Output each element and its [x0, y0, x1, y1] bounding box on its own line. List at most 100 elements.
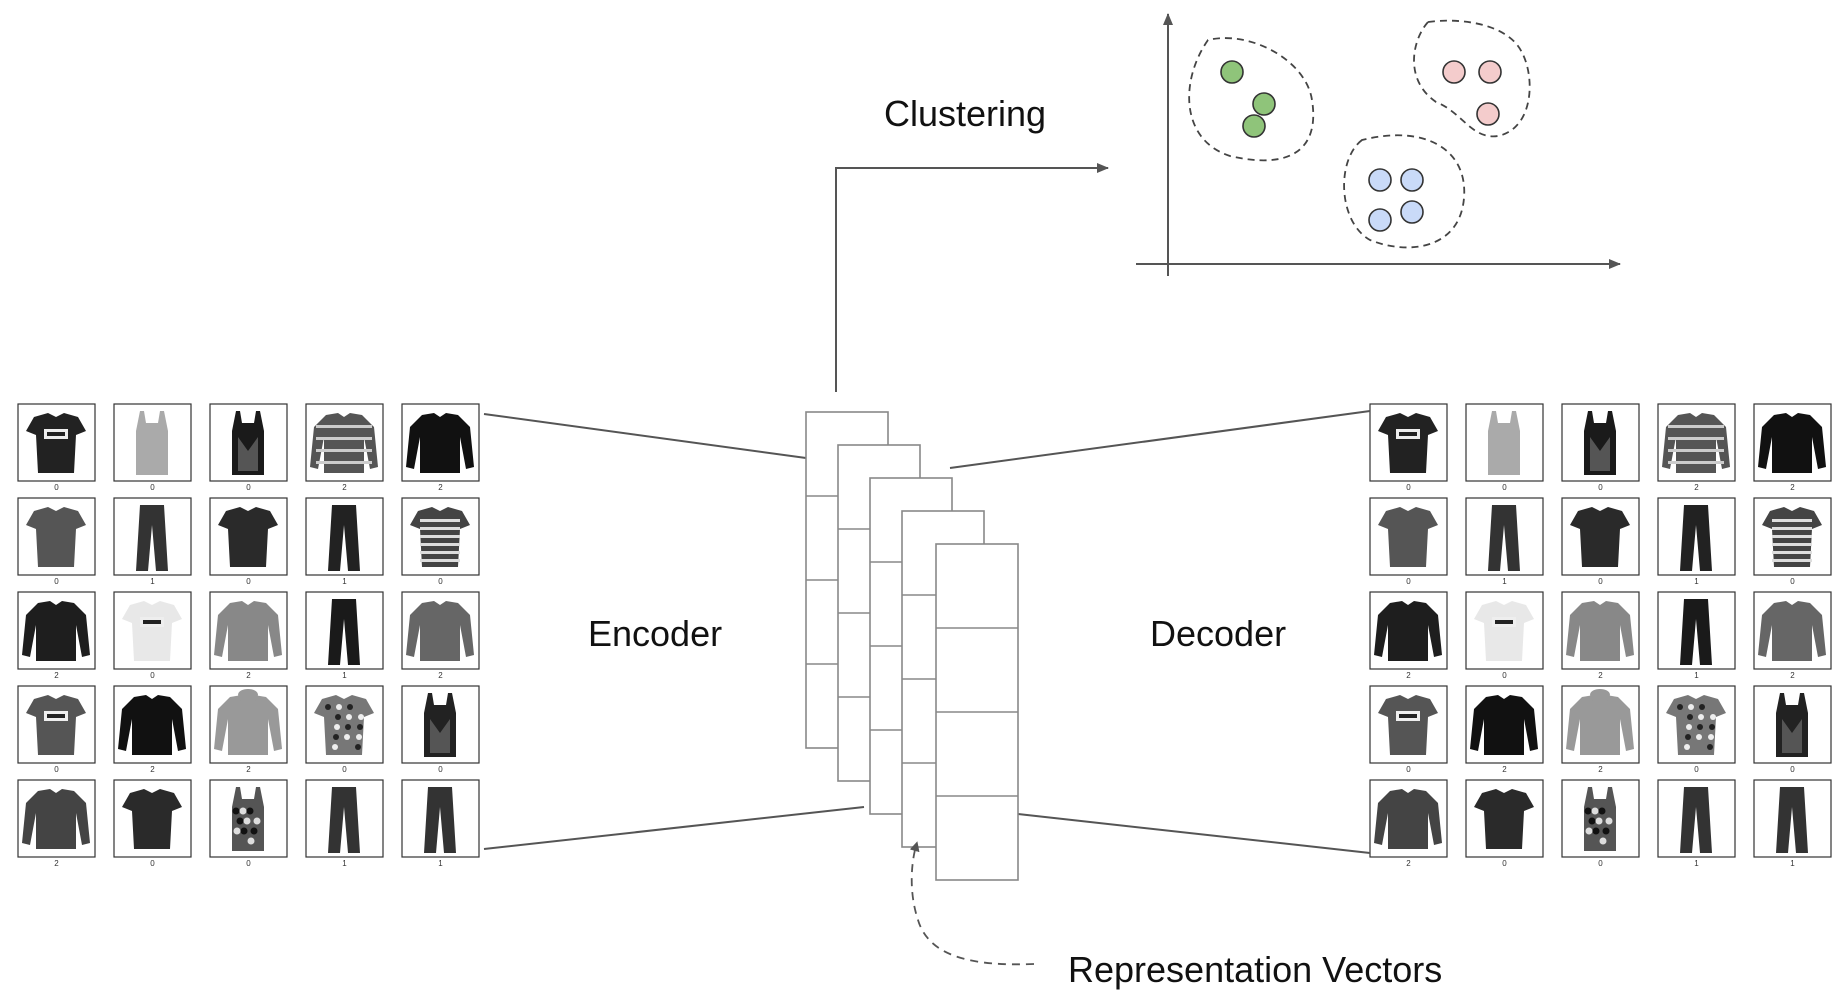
garment-image	[410, 507, 470, 567]
image-cell: 0	[17, 685, 96, 774]
encoder-bottom-line	[483, 806, 865, 850]
image-cell: 2	[1657, 403, 1736, 492]
image-cell: 1	[305, 591, 384, 680]
image-cell: 1	[1657, 779, 1736, 868]
image-cell: 0	[113, 779, 192, 868]
class-label: 1	[342, 671, 347, 680]
image-cell: 1	[305, 779, 384, 868]
class-label: 2	[1406, 671, 1411, 680]
class-label: 2	[1598, 671, 1603, 680]
garment-image	[1762, 507, 1822, 567]
image-cell: 0	[209, 497, 288, 586]
class-label: 2	[342, 483, 347, 492]
garment-image	[22, 789, 90, 849]
decoder-top-line	[949, 410, 1371, 469]
representation-vector	[935, 543, 1019, 881]
image-cell: 2	[305, 403, 384, 492]
image-cell: 0	[17, 497, 96, 586]
image-cell: 2	[17, 591, 96, 680]
garment-image	[328, 787, 360, 853]
decoder-connectors	[949, 410, 1371, 854]
representation-pointer-arrow	[909, 841, 1035, 966]
cluster-points-blue	[1368, 168, 1424, 232]
class-label: 0	[1502, 671, 1507, 680]
class-label: 2	[1406, 859, 1411, 868]
class-label: 0	[150, 859, 155, 868]
class-label: 0	[150, 671, 155, 680]
encoder-connectors	[483, 413, 865, 850]
image-cell: 2	[401, 591, 480, 680]
image-cell: 2	[209, 685, 288, 774]
garment-image	[1374, 601, 1442, 661]
point	[1400, 200, 1424, 224]
class-label: 2	[1598, 765, 1603, 774]
point	[1368, 208, 1392, 232]
garment-image	[1378, 507, 1438, 567]
class-label: 2	[438, 671, 443, 680]
cluster-outline-blue	[1343, 134, 1466, 249]
garment-image	[1474, 789, 1534, 849]
class-label: 0	[246, 859, 251, 868]
encoder-top-line	[483, 413, 807, 459]
class-label: 2	[54, 859, 59, 868]
image-cell: 0	[1369, 497, 1448, 586]
image-cell: 1	[1657, 591, 1736, 680]
garment-image	[328, 505, 360, 571]
class-label: 0	[246, 483, 251, 492]
class-label: 0	[246, 577, 251, 586]
garment-image	[1758, 413, 1826, 473]
garment-image	[1662, 413, 1730, 473]
image-cell: 0	[305, 685, 384, 774]
garment-image	[1680, 599, 1712, 665]
image-cell: 2	[401, 403, 480, 492]
class-label: 1	[438, 859, 443, 868]
garment-image	[26, 507, 86, 567]
class-label: 0	[1406, 765, 1411, 774]
image-cell: 0	[1561, 497, 1640, 586]
class-label: 2	[246, 671, 251, 680]
class-label: 0	[438, 765, 443, 774]
image-cell: 0	[209, 403, 288, 492]
cluster-plot	[1136, 13, 1621, 276]
image-cell: 2	[17, 779, 96, 868]
image-cell: 0	[113, 403, 192, 492]
image-cell: 1	[1753, 779, 1832, 868]
class-label: 1	[1790, 859, 1795, 868]
garment-image	[406, 413, 474, 473]
cluster-outline-pink	[1413, 19, 1531, 138]
garment-image	[1584, 411, 1616, 475]
garment-image	[136, 411, 168, 475]
garment-image	[1680, 505, 1712, 571]
image-cell: 0	[17, 403, 96, 492]
garment-image	[22, 601, 90, 661]
image-cell: 2	[1465, 685, 1544, 774]
point	[1442, 60, 1466, 84]
image-cell: 0	[1465, 779, 1544, 868]
garment-image	[1776, 693, 1808, 757]
class-label: 1	[342, 859, 347, 868]
garment-image	[328, 599, 360, 665]
class-label: 0	[342, 765, 347, 774]
garment-image	[1566, 601, 1634, 661]
image-cell: 2	[209, 591, 288, 680]
class-label: 1	[1694, 671, 1699, 680]
image-cell: 2	[1561, 685, 1640, 774]
image-cell: 0	[1465, 403, 1544, 492]
class-label: 0	[1598, 859, 1603, 868]
class-label: 0	[1406, 483, 1411, 492]
class-label: 1	[342, 577, 347, 586]
decoder-bottom-line	[1017, 813, 1371, 854]
image-cell: 0	[1369, 403, 1448, 492]
class-label: 2	[1790, 483, 1795, 492]
class-label: 0	[1598, 483, 1603, 492]
class-label: 0	[1790, 765, 1795, 774]
garment-image	[424, 693, 456, 757]
image-cell: 0	[1657, 685, 1736, 774]
image-cell: 2	[1369, 591, 1448, 680]
garment-image	[136, 505, 168, 571]
class-label: 0	[1790, 577, 1795, 586]
point	[1220, 60, 1244, 84]
point	[1368, 168, 1392, 192]
garment-image	[1374, 789, 1442, 849]
